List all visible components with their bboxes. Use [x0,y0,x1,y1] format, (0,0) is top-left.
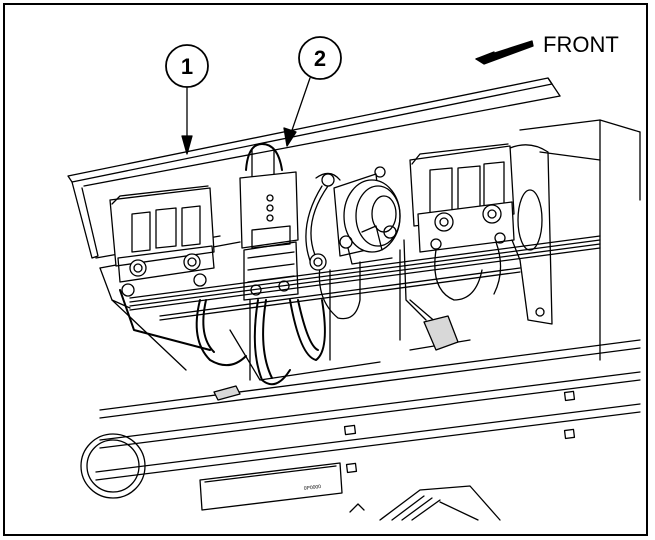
front-label: FRONT [543,32,619,57]
battery-connector [239,143,299,301]
cables [119,289,326,386]
panel-marking: 0P0000 [304,484,322,492]
callout-2-number: 2 [314,46,326,71]
contactor-left [109,185,215,297]
callout-2-leader [283,36,342,147]
contactor-right [409,143,515,301]
callout-1-number: 1 [181,54,193,79]
front-arrow-icon [475,40,534,65]
lower-machinery [349,485,501,521]
round-port [80,433,146,499]
mounting-bracket [509,144,601,325]
illustration-frame [3,3,648,536]
round-actuator [315,166,401,265]
terminal-lug [121,253,207,297]
callout-1-leader [165,44,209,155]
mounting-holes [343,390,576,474]
label-plate [199,462,343,511]
signal-wires [305,185,459,351]
lower-deck [95,249,641,481]
wiring-harness [129,235,601,321]
